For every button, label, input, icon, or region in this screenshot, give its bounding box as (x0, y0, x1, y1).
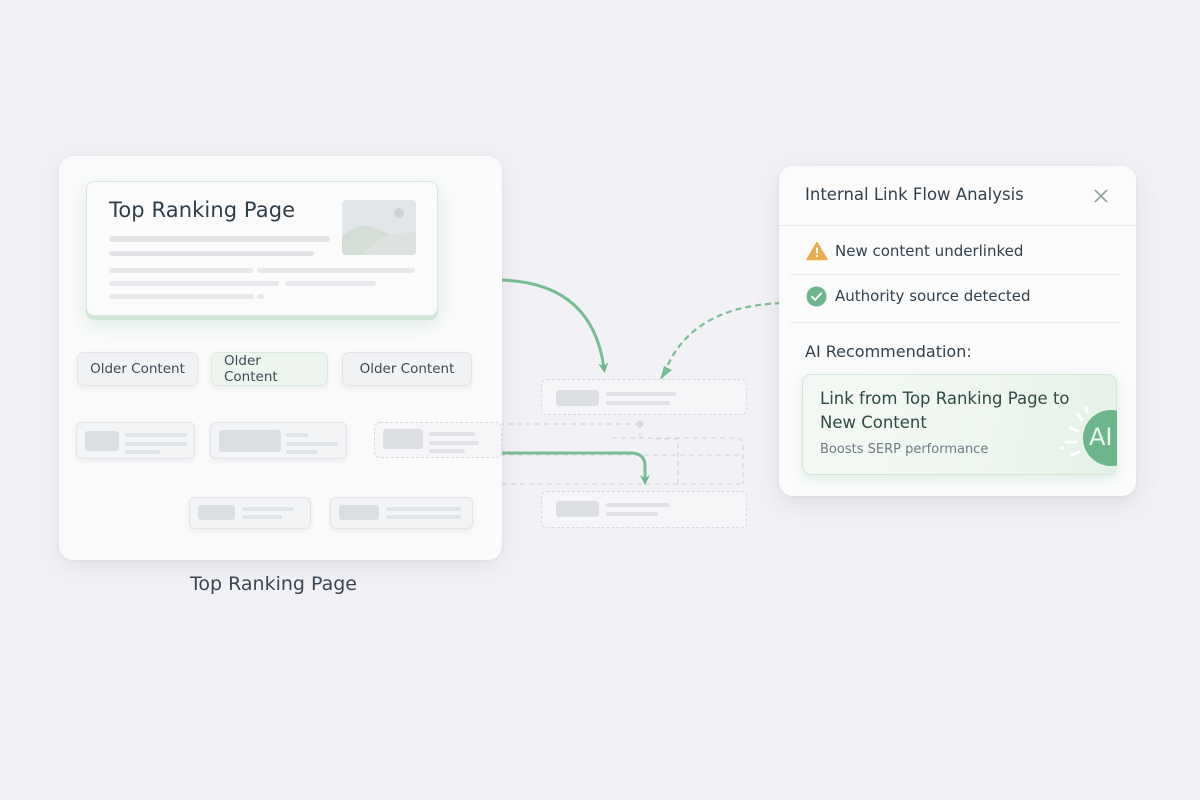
recommendation-subtitle: Boosts SERP performance (820, 442, 989, 457)
older-content-node-2[interactable]: Older Content (211, 352, 328, 386)
divider (790, 274, 1120, 275)
page-node[interactable] (330, 497, 473, 529)
analysis-title: Internal Link Flow Analysis (805, 185, 1024, 204)
ai-badge-text: AI (1089, 423, 1113, 451)
page-node[interactable] (76, 422, 195, 459)
page-node[interactable] (189, 497, 311, 529)
close-icon[interactable] (1091, 185, 1111, 207)
image-placeholder-icon (342, 200, 416, 255)
new-content-node[interactable] (374, 422, 502, 458)
status-underlinked: New content underlinked (835, 242, 1024, 260)
text-line (109, 236, 330, 242)
older-content-node-1[interactable]: Older Content (77, 352, 198, 386)
check-circle-icon (806, 286, 827, 311)
text-line (257, 268, 415, 273)
panel-caption: Top Ranking Page (190, 573, 357, 595)
text-line (285, 281, 376, 286)
new-content-target-2[interactable] (541, 491, 747, 528)
text-line (109, 281, 279, 286)
status-authority-detected: Authority source detected (835, 287, 1031, 305)
recommendation-card[interactable] (802, 374, 1117, 475)
sparkle-icon (1060, 406, 1089, 457)
divider (790, 322, 1120, 323)
text-line (109, 294, 254, 299)
hero-title: Top Ranking Page (109, 198, 296, 222)
text-line (109, 251, 314, 256)
warning-icon (806, 241, 828, 265)
page-node[interactable] (210, 422, 347, 459)
older-content-node-3[interactable]: Older Content (342, 352, 472, 386)
text-line (257, 294, 264, 299)
text-line (109, 268, 253, 273)
recommendation-title: Link from Top Ranking Page to New Conten… (820, 389, 1070, 432)
ai-badge: AI (1056, 400, 1117, 474)
divider (779, 225, 1136, 226)
new-content-target-1[interactable] (541, 379, 747, 415)
ai-recommendation-label: AI Recommendation: (805, 342, 972, 361)
